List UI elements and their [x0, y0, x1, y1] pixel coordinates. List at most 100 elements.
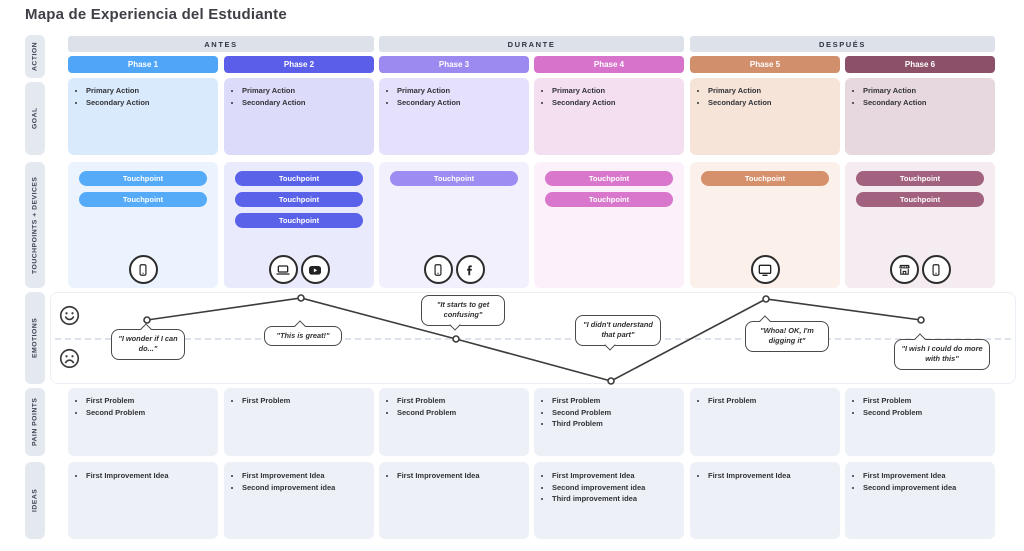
bullet-item: Touchpoint — [701, 171, 829, 186]
smartphone-icon[interactable] — [921, 255, 951, 284]
pain-points-card-phase-1[interactable]: First ProblemSecond Problem — [68, 388, 218, 456]
bullet-item: Secondary Action — [552, 97, 679, 109]
page-title: Mapa de Experiencia del Estudiante — [25, 6, 287, 23]
monitor-icon[interactable] — [750, 255, 780, 284]
laptop-icon[interactable] — [268, 255, 298, 284]
bullet-item: Third Problem — [552, 418, 679, 430]
quote-bubble-phase-4[interactable]: "I didn't understand that part" — [575, 315, 661, 346]
ideas-card-phase-5[interactable]: First Improvement Idea — [690, 462, 840, 539]
quote-bubble-phase-2[interactable]: "This is great!" — [264, 326, 342, 347]
goal-list: Primary ActionSecondary Action — [71, 85, 213, 108]
smartphone-icon[interactable] — [423, 255, 453, 284]
bullet-item: Primary Action — [552, 85, 679, 97]
touchpoint-pills[interactable]: Touchpoint — [690, 171, 840, 186]
ideas-card-phase-4[interactable]: First Improvement IdeaSecond improvement… — [534, 462, 684, 539]
emotion-curve — [143, 294, 925, 385]
goal-card-phase-5[interactable]: Primary ActionSecondary Action — [690, 78, 840, 155]
stage-group-durante[interactable]: DURANTE — [379, 36, 684, 52]
pain-list: First Problem — [227, 395, 369, 407]
ideas-card-phase-6[interactable]: First Improvement IdeaSecond improvement… — [845, 462, 995, 539]
touchpoint-pills[interactable]: Touchpoint — [379, 171, 529, 186]
phase-header-1[interactable]: Phase 1 — [68, 56, 218, 73]
bullet-item: First Problem — [863, 395, 990, 407]
phase-header-3[interactable]: Phase 3 — [379, 56, 529, 73]
goal-card-phase-1[interactable]: Primary ActionSecondary Action — [68, 78, 218, 155]
emotion-line — [146, 297, 922, 382]
quote-bubble-phase-6[interactable]: "I wish I could do more with this" — [894, 339, 990, 370]
bullet-item: Second Problem — [552, 407, 679, 419]
emotion-point-4[interactable] — [607, 377, 615, 385]
store-icon[interactable] — [889, 255, 919, 284]
ideas-card-phase-1[interactable]: First Improvement Idea — [68, 462, 218, 539]
bullet-item: Primary Action — [242, 85, 369, 97]
quote-bubble-phase-1[interactable]: "I wonder if I can do..." — [111, 329, 185, 360]
bullet-item: Secondary Action — [708, 97, 835, 109]
emotion-point-2[interactable] — [297, 294, 305, 302]
phase-header-5[interactable]: Phase 5 — [690, 56, 840, 73]
ideas-card-phase-3[interactable]: First Improvement Idea — [379, 462, 529, 539]
bullet-item: Primary Action — [863, 85, 990, 97]
bullet-item: First Problem — [708, 395, 835, 407]
bullet-item: Touchpoint — [856, 192, 984, 207]
quote-bubble-phase-5[interactable]: "Whoa! OK, I'm digging it" — [745, 321, 829, 352]
bullet-item: Second Problem — [86, 407, 213, 419]
emotion-point-5[interactable] — [762, 295, 770, 303]
pain-list: First Problem — [693, 395, 835, 407]
emotion-point-3[interactable] — [452, 335, 460, 343]
bullet-item: First Improvement Idea — [242, 470, 369, 482]
stage-group-despues[interactable]: DESPUÉS — [690, 36, 995, 52]
emotion-point-6[interactable] — [917, 316, 925, 324]
goal-list: Primary ActionSecondary Action — [693, 85, 835, 108]
pain-points-card-phase-2[interactable]: First Problem — [224, 388, 374, 456]
ideas-list: First Improvement IdeaSecond improvement… — [537, 470, 679, 505]
facebook-icon[interactable] — [455, 255, 485, 284]
bullet-item: Secondary Action — [863, 97, 990, 109]
bullet-item: Third improvement idea — [552, 493, 679, 505]
touchpoints-card-phase-3[interactable]: Touchpoint — [379, 162, 529, 288]
phase-header-2[interactable]: Phase 2 — [224, 56, 374, 73]
quote-bubble-phase-3[interactable]: "It starts to get confusing" — [421, 295, 505, 326]
goal-card-phase-6[interactable]: Primary ActionSecondary Action — [845, 78, 995, 155]
sad-face-icon — [59, 348, 80, 374]
bullet-item: Touchpoint — [856, 171, 984, 186]
youtube-icon[interactable] — [300, 255, 330, 284]
stage-group-antes[interactable]: ANTES — [68, 36, 374, 52]
bullet-item: Secondary Action — [242, 97, 369, 109]
goal-card-phase-2[interactable]: Primary ActionSecondary Action — [224, 78, 374, 155]
goal-card-phase-4[interactable]: Primary ActionSecondary Action — [534, 78, 684, 155]
bullet-item: Second improvement idea — [863, 482, 990, 494]
bullet-item: Primary Action — [86, 85, 213, 97]
goal-list: Primary ActionSecondary Action — [848, 85, 990, 108]
goal-list: Primary ActionSecondary Action — [227, 85, 369, 108]
pain-points-card-phase-3[interactable]: First ProblemSecond Problem — [379, 388, 529, 456]
smartphone-icon[interactable] — [128, 255, 158, 284]
bullet-item: Touchpoint — [235, 192, 363, 207]
goal-card-phase-3[interactable]: Primary ActionSecondary Action — [379, 78, 529, 155]
bullet-item: First Problem — [242, 395, 369, 407]
pain-points-card-phase-6[interactable]: First ProblemSecond Problem — [845, 388, 995, 456]
pain-list: First ProblemSecond ProblemThird Problem — [537, 395, 679, 430]
emotion-point-1[interactable] — [143, 316, 151, 324]
bullet-item: First Problem — [86, 395, 213, 407]
bullet-item: Second improvement idea — [242, 482, 369, 494]
phase-header-4[interactable]: Phase 4 — [534, 56, 684, 73]
phase-header-6[interactable]: Phase 6 — [845, 56, 995, 73]
bullet-item: Secondary Action — [397, 97, 524, 109]
bullet-item: First Improvement Idea — [863, 470, 990, 482]
touchpoints-card-phase-5[interactable]: Touchpoint — [690, 162, 840, 288]
pain-points-card-phase-5[interactable]: First Problem — [690, 388, 840, 456]
ideas-card-phase-2[interactable]: First Improvement IdeaSecond improvement… — [224, 462, 374, 539]
row-label-touchpoints-devices: TOUCHPOINTS + DEVICES — [25, 162, 45, 288]
ideas-list: First Improvement Idea — [382, 470, 524, 482]
bullet-item: Second Problem — [863, 407, 990, 419]
pain-points-card-phase-4[interactable]: First ProblemSecond ProblemThird Problem — [534, 388, 684, 456]
bullet-item: Secondary Action — [86, 97, 213, 109]
